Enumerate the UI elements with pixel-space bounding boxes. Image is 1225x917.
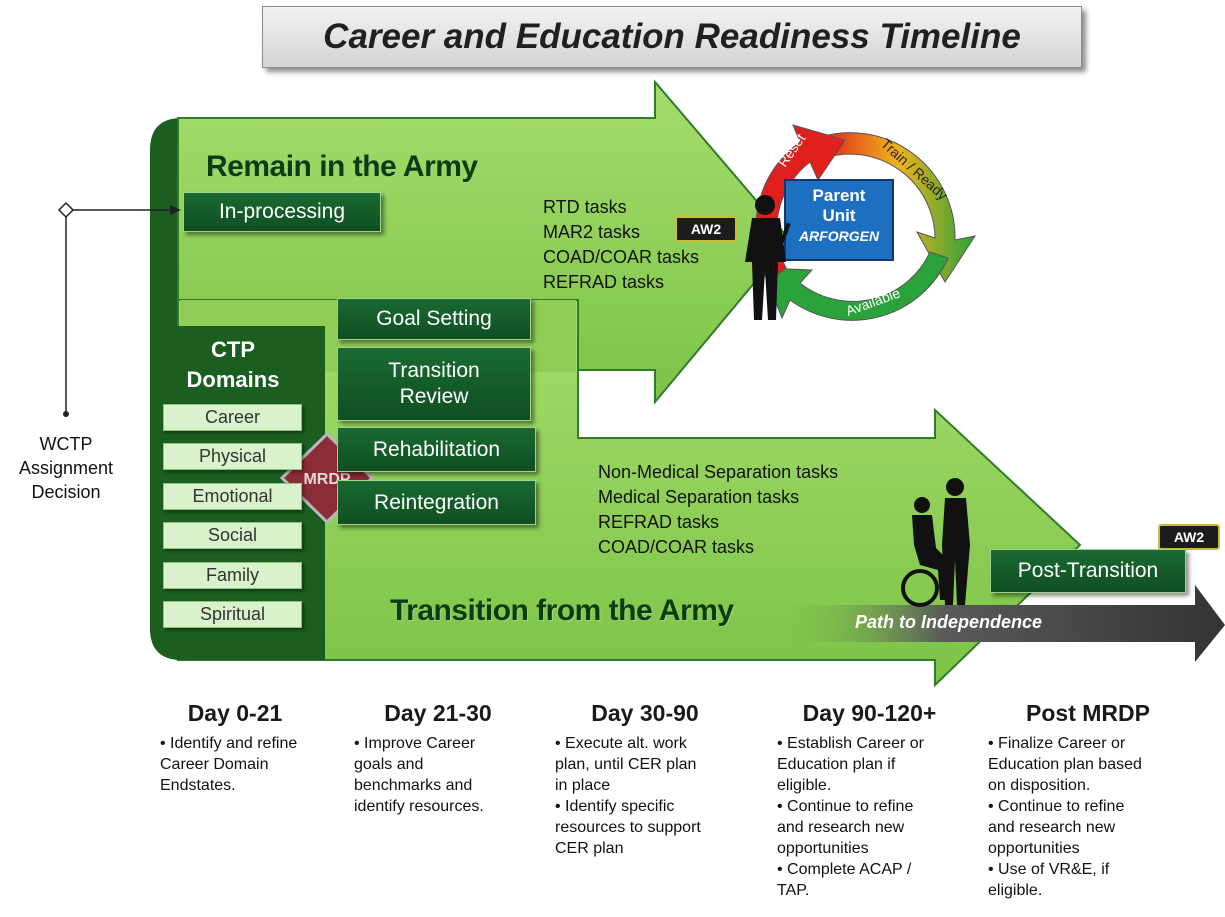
decision-line-1: WCTP: [39, 434, 93, 454]
remain-task-refrad: REFRAD tasks: [543, 272, 665, 292]
timeline-line: Education plan based: [988, 756, 1142, 773]
timeline-line: • Finalize Career or: [988, 735, 1126, 752]
decision-arrowhead: [170, 205, 181, 215]
path-to-independence-label: Path to Independence: [855, 612, 1043, 632]
parent-unit-line-1: Parent: [812, 186, 866, 205]
timeline-col-post-mrdp: Post MRDP • Finalize Career or Education…: [988, 700, 1188, 901]
parent-unit-label: Parent Unit ARFORGEN: [785, 186, 893, 246]
remain-task-coad: COAD/COAR tasks: [543, 247, 700, 267]
page-title: Career and Education Readiness Timeline: [323, 17, 1021, 56]
timeline-line: and research new: [988, 819, 1116, 836]
transition-task-coad: COAD/COAR tasks: [598, 537, 755, 557]
decision-line-2: Assignment: [18, 458, 114, 478]
transition-review-box: Transition Review: [337, 347, 531, 421]
path-to-independence-arrow: [790, 585, 1225, 662]
arforgen-label: ARFORGEN: [798, 228, 880, 244]
timeline-line: on disposition.: [988, 777, 1091, 794]
decision-diamond: [57, 201, 75, 219]
timeline-heading: Day 90-120+: [802, 700, 937, 726]
timeline-line: benchmarks and: [354, 777, 473, 794]
timeline-line: identify resources.: [354, 798, 484, 815]
decision-endpoint: [63, 411, 69, 417]
parent-unit-line-2: Unit: [822, 206, 856, 225]
timeline-line: opportunities: [988, 840, 1080, 857]
remain-task-mar2: MAR2 tasks: [543, 222, 641, 242]
train-ready-arc: [819, 132, 977, 283]
title-banner: Career and Education Readiness Timeline: [262, 6, 1082, 68]
domain-social: Social: [163, 522, 302, 549]
ctp-title-line-2: Domains: [186, 367, 280, 392]
timeline-line: Career Domain: [160, 756, 269, 773]
timeline-line: goals and: [354, 756, 424, 773]
timeline-line: • Continue to refine: [988, 798, 1125, 815]
transition-task-refrad: REFRAD tasks: [598, 512, 720, 532]
timeline-col-day-21-30: Day 21-30 • Improve Career goals and ben…: [354, 700, 522, 817]
decision-label: WCTP Assignment Decision: [18, 432, 114, 504]
timeline-heading: Post MRDP: [1026, 700, 1150, 726]
timeline-line: opportunities: [777, 840, 869, 857]
timeline-line: and research new: [777, 819, 905, 836]
domain-spiritual: Spiritual: [163, 601, 302, 628]
timeline-line: eligible.: [777, 777, 832, 794]
timeline-line: • Complete ACAP /: [777, 861, 912, 878]
ctp-title-line-1: CTP: [211, 337, 255, 362]
aw2-badge-post: AW2: [1158, 524, 1220, 550]
transition-task-non-medical: Non-Medical Separation tasks: [598, 462, 839, 482]
post-transition-box: Post-Transition: [990, 549, 1186, 593]
aw2-badge-remain: AW2: [675, 216, 737, 242]
timeline-line: • Establish Career or: [777, 735, 924, 752]
transition-tasks: Non-Medical Separation tasks Medical Sep…: [598, 460, 838, 560]
timeline-heading: Day 0-21: [187, 700, 283, 726]
ctp-domains-title: CTP Domains: [168, 335, 298, 395]
remain-tasks: RTD tasks MAR2 tasks COAD/COAR tasks REF…: [543, 195, 699, 295]
timeline-line: • Continue to refine: [777, 798, 914, 815]
timeline-line: • Improve Career: [354, 735, 476, 752]
remain-heading: Remain in the Army: [206, 150, 478, 183]
timeline-line: eligible.: [988, 882, 1043, 899]
timeline-line: resources to support: [555, 819, 701, 836]
timeline-line: in place: [555, 777, 611, 794]
domain-family: Family: [163, 562, 302, 589]
transition-task-medical: Medical Separation tasks: [598, 487, 800, 507]
in-processing-box: In-processing: [183, 192, 381, 232]
remain-task-rtd: RTD tasks: [543, 197, 627, 217]
domain-physical: Physical: [163, 443, 302, 470]
transition-review-line-2: Review: [399, 385, 469, 408]
domain-career: Career: [163, 404, 302, 431]
timeline-col-day-30-90: Day 30-90 • Execute alt. work plan, unti…: [555, 700, 735, 859]
transition-heading: Transition from the Army: [390, 594, 734, 627]
timeline-line: • Use of VR&E, if: [988, 861, 1110, 878]
parent-unit-box: [784, 179, 894, 261]
transition-review-line-1: Transition: [388, 359, 480, 382]
domain-emotional: Emotional: [163, 483, 302, 510]
timeline-line: • Execute alt. work: [555, 735, 687, 752]
timeline-line: TAP.: [777, 882, 810, 899]
rehabilitation-box: Rehabilitation: [337, 427, 536, 472]
timeline-line: Education plan if: [777, 756, 896, 773]
timeline-col-day-0-21: Day 0-21 • Identify and refine Career Do…: [160, 700, 310, 796]
timeline-heading: Day 21-30: [384, 700, 492, 726]
timeline-line: CER plan: [555, 840, 624, 857]
timeline-line: Endstates.: [160, 777, 236, 794]
veterans-silhouette: [901, 478, 970, 607]
timeline-line: plan, until CER plan: [555, 756, 697, 773]
decision-line-3: Decision: [31, 482, 101, 502]
soldier-silhouette: [745, 195, 791, 320]
timeline-line: • Identify and refine: [160, 735, 298, 752]
timeline-line: • Identify specific: [555, 798, 675, 815]
timeline-col-day-90-120: Day 90-120+ • Establish Career or Educat…: [777, 700, 962, 901]
reintegration-box: Reintegration: [337, 480, 536, 525]
timeline-heading: Day 30-90: [591, 700, 699, 726]
goal-setting-box: Goal Setting: [337, 298, 531, 340]
